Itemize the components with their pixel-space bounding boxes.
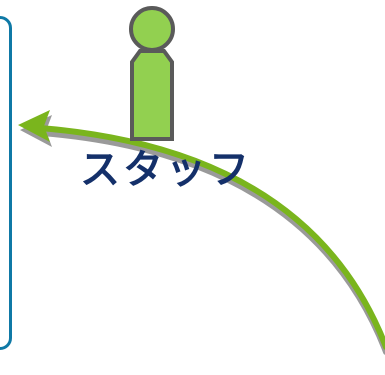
person-head: [129, 6, 175, 52]
curved-arrow: [18, 110, 385, 350]
arrow-head: [18, 110, 50, 142]
arrow-line: [37, 125, 385, 350]
person-icon: [129, 6, 175, 141]
staff-label: スタッフ: [80, 147, 252, 193]
person-body: [130, 49, 174, 141]
